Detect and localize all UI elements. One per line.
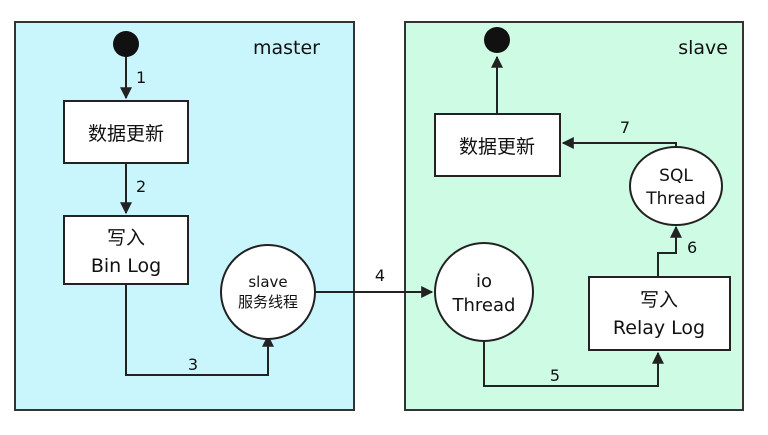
binlog-box [63, 215, 189, 285]
master-start-node [113, 31, 139, 57]
io-thread-line2: Thread [452, 295, 516, 316]
step-7-label: 7 [620, 118, 630, 137]
step-4-label: 4 [375, 266, 385, 285]
step-5-label: 5 [550, 366, 560, 385]
service-thread-line2: 服务线程 [238, 293, 298, 311]
relaylog-label-line1: 写入 [640, 289, 678, 311]
relaylog-box [588, 276, 731, 351]
io-thread-node [434, 242, 534, 342]
master-update-label: 数据更新 [88, 123, 164, 145]
flow-relaylog-to-sql-thread [657, 225, 682, 277]
sql-thread-line2: Thread [645, 189, 705, 209]
step-1-label: 1 [136, 68, 146, 87]
sql-thread-node [629, 146, 723, 226]
slave-update-label: 数据更新 [459, 136, 535, 158]
flow-io-to-relaylog [483, 341, 664, 387]
master-lane-title: master [253, 37, 320, 59]
binlog-label-line1: 写入 [107, 227, 145, 249]
io-thread-line1: io [476, 271, 492, 292]
sql-thread-line1: SQL [659, 166, 693, 186]
flow-binlog-to-service-thread [125, 284, 274, 376]
slave-lane-title: slave [678, 37, 728, 59]
service-thread-line1: slave [248, 273, 287, 291]
binlog-label-line2: Bin Log [91, 255, 161, 277]
flow-sql-thread-to-slave-update [561, 137, 677, 149]
step-6-label: 6 [687, 238, 697, 257]
slave-end-node [484, 27, 510, 53]
slave-update-box [434, 113, 561, 177]
relaylog-label-line2: Relay Log [613, 317, 705, 339]
step-2-label: 2 [136, 177, 146, 196]
step-3-label: 3 [188, 355, 198, 374]
service-thread-node [220, 244, 316, 340]
